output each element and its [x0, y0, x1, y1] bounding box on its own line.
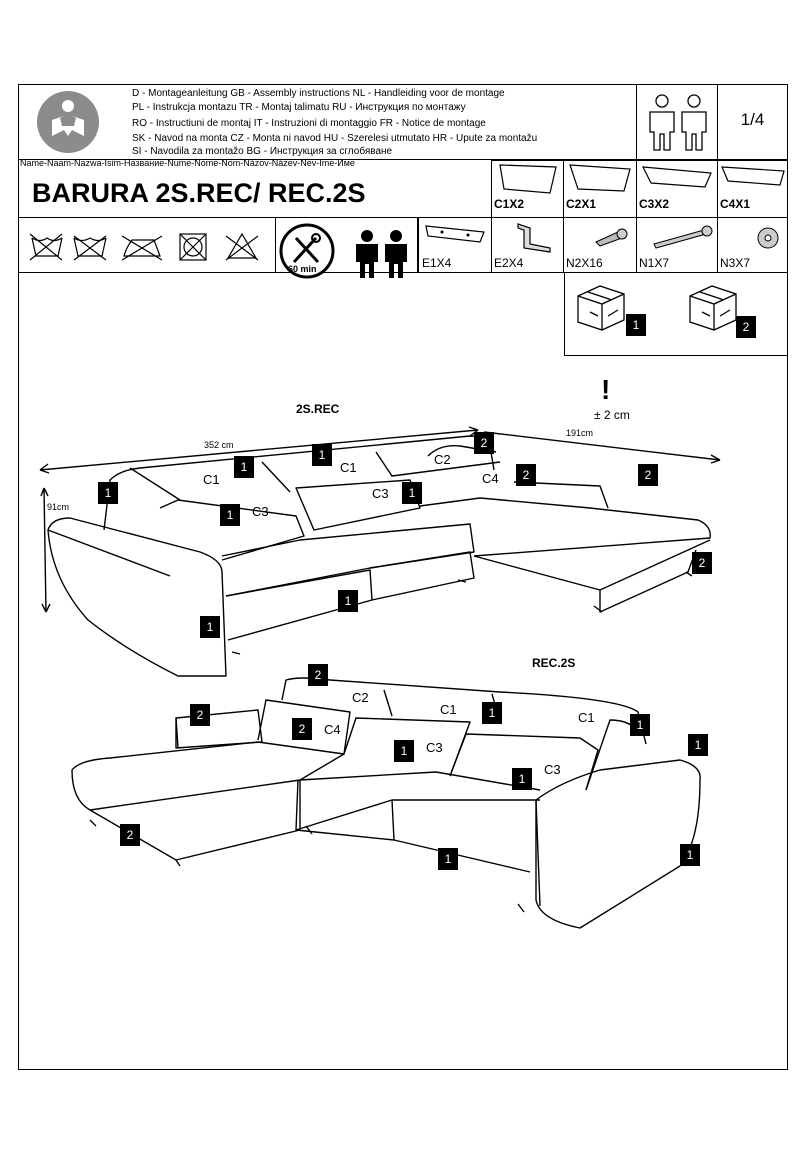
bottom-badge: 1: [394, 740, 414, 762]
bolt-icon: [595, 228, 628, 247]
bottom-label-c4: C4: [324, 722, 341, 737]
sofa-2s-rec-drawing: [39, 426, 721, 677]
top-badge: 1: [402, 482, 422, 504]
hardware-code-e1: E1X4: [422, 256, 452, 270]
lang-line-1: D - Montageanleitung GB - Assembly instr…: [132, 88, 505, 99]
bottom-badge: 2: [292, 718, 312, 740]
cushion-code-c3: C3X2: [639, 197, 670, 211]
hardware-code-n2: N2X16: [566, 256, 603, 270]
tools-box: [275, 217, 418, 273]
tolerance-exclamation: !: [601, 374, 611, 405]
top-badge: 1: [312, 444, 332, 466]
packages-box: [564, 272, 788, 356]
hardware-code-e2: E2X4: [494, 256, 524, 270]
top-label-c1b: C1: [340, 460, 357, 475]
package-1-icon: [577, 285, 625, 331]
bottom-diagram-title: REC.2S: [532, 656, 576, 670]
bottom-label-c2: C2: [352, 690, 369, 705]
cushion-code-c2: C2X1: [566, 197, 597, 211]
top-badge: 1: [220, 504, 240, 526]
top-label-c2: C2: [434, 452, 451, 467]
top-badge: 2: [474, 432, 494, 454]
read-manual-icon: [37, 91, 99, 153]
top-badge: 1: [338, 590, 358, 612]
top-label-c4: C4: [482, 471, 499, 486]
bottom-badge: 1: [680, 844, 700, 866]
assembly-time: 60 min: [288, 264, 317, 274]
package-2-badge: 2: [736, 316, 756, 338]
page-number: 1/4: [740, 110, 765, 129]
top-badge: 2: [692, 552, 712, 574]
top-label-c3a: C3: [252, 504, 269, 519]
long-bolt-icon: [653, 225, 713, 249]
lang-line-4: SK - Navod na monta CZ - Monta ni navod …: [132, 133, 538, 144]
cushion-c3-icon: [641, 166, 712, 188]
angle-bracket-icon: [517, 223, 551, 253]
bottom-label-c3a: C3: [426, 740, 443, 755]
bottom-label-c1b: C1: [578, 710, 595, 725]
bottom-badge: 1: [688, 734, 708, 756]
lang-line-3: RO - Instructiuni de montaj IT - Instruz…: [132, 118, 486, 129]
dim-width: 352 cm: [204, 440, 234, 450]
dim-height: 91cm: [47, 502, 70, 512]
bottom-label-c3b: C3: [544, 762, 561, 777]
top-badge: 2: [638, 464, 658, 486]
top-badge: 2: [516, 464, 536, 486]
tolerance-label: ± 2 cm: [594, 408, 630, 422]
bottom-badge: 2: [308, 664, 328, 686]
header-page-box: [717, 84, 788, 160]
bottom-badge: 1: [630, 714, 650, 736]
name-label: Name-Naam-Nazwa-Isim-Название-Nume-Nome-…: [20, 158, 355, 168]
top-label-c3b: C3: [372, 486, 389, 501]
top-diagram-title: 2S.REC: [296, 402, 340, 416]
cushion-code-c4: C4X1: [720, 197, 751, 211]
dim-depth: 191cm: [566, 428, 594, 438]
bracket-plate-icon: [425, 225, 485, 243]
hardware-code-n1: N1X7: [639, 256, 670, 270]
two-persons-solid-icon: [356, 230, 407, 278]
cushion-c1-icon: [499, 164, 557, 194]
lang-line-5: SI - Navodila za montažo BG - Инструкция…: [132, 146, 393, 157]
bottom-badge: 1: [512, 768, 532, 790]
product-title: BARURA 2S.REC/ REC.2S: [32, 178, 366, 208]
hardware-code-n3: N3X7: [720, 256, 751, 270]
timer-tools-icon: [279, 223, 335, 279]
two-persons-icon: [649, 94, 707, 151]
top-badge: 1: [234, 456, 254, 478]
bottom-badge: 1: [438, 848, 458, 870]
washer-icon: [757, 227, 779, 249]
bottom-badge: 2: [190, 704, 210, 726]
bottom-badge: 1: [482, 702, 502, 724]
sofa-rec-2s-drawing: [71, 677, 701, 929]
cushion-c4-icon: [721, 166, 785, 186]
lang-line-2: PL - Instrukcja montazu TR - Montaj tali…: [132, 102, 466, 113]
bottom-badge: 2: [120, 824, 140, 846]
care-symbols: [29, 232, 259, 261]
bottom-label-c1a: C1: [440, 702, 457, 717]
cushion-c2-icon: [569, 164, 631, 192]
top-label-c1a: C1: [203, 472, 220, 487]
package-1-badge: 1: [626, 314, 646, 336]
top-badge: 1: [200, 616, 220, 638]
cushion-code-c1: C1X2: [494, 197, 525, 211]
top-badge: 1: [98, 482, 118, 504]
